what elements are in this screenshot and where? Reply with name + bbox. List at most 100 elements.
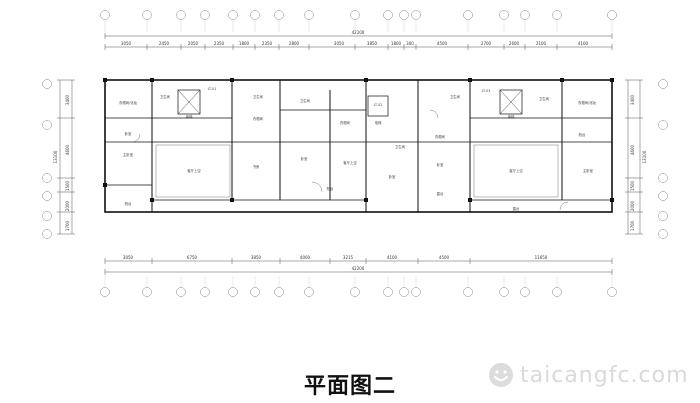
top-axis-bubble-7 — [304, 10, 314, 20]
overall-dimension-top-label: 42200 — [352, 30, 365, 35]
room-label-25: 卧室 — [437, 162, 444, 167]
room-label-2: 卫生间 — [160, 94, 171, 99]
room-label-5: 卫生间 — [253, 94, 264, 99]
bottom-axis-bubble-4 — [228, 287, 238, 297]
bottom-dim-5: 3215 — [343, 255, 354, 260]
top-axis-bubble-14 — [520, 10, 530, 20]
room-label-4: 电梯 — [186, 114, 193, 119]
overall-dimension-bottom-label: 42200 — [352, 266, 365, 271]
top-axis-bubble-13 — [499, 10, 509, 20]
bottom-dim-7: 4500 — [439, 255, 450, 260]
room-label-9: LT-02 — [374, 103, 383, 107]
room-label-10: 电梯 — [375, 120, 382, 125]
room-label-21: 书房 — [253, 164, 260, 169]
left-dim-2: 4600 — [65, 144, 70, 155]
watermark-text: taicangfc.com — [520, 362, 689, 388]
grid-axis-markers — [100, 10, 617, 297]
room-label-28: 阳台 — [125, 201, 132, 206]
bottom-axis-bubble-3 — [200, 287, 210, 297]
top-dim-12: 4500 — [437, 41, 448, 46]
watermark: taicangfc.com — [488, 362, 689, 388]
right-dim-2: 4600 — [630, 144, 635, 155]
bottom-overall-dimension: 42200 — [104, 266, 613, 275]
top-dim-1: 3050 — [121, 41, 132, 46]
top-axis-bubble-4 — [228, 10, 238, 20]
left-dim-1: 3400 — [65, 94, 70, 105]
bottom-axis-bubble-14 — [520, 287, 530, 297]
room-label-18: 卧室 — [125, 131, 132, 136]
top-axis-bubble-9 — [383, 10, 393, 20]
bottom-axis-bubble-10 — [399, 287, 409, 297]
room-label-6: 卫生间 — [300, 98, 311, 103]
bottom-axis-bubble-12 — [463, 287, 473, 297]
room-label-24: 卧室 — [389, 174, 396, 179]
top-axis-bubble-0 — [100, 10, 110, 20]
left-axis-bubble-0 — [42, 79, 52, 89]
room-label-22: 卧室 — [301, 156, 308, 161]
right-dim-4: 2000 — [630, 200, 635, 211]
room-label-23: 客厅上空 — [343, 160, 357, 165]
bottom-dim-2: 6750 — [187, 255, 198, 260]
room-label-31: 露台 — [437, 191, 444, 196]
left-axis-bubble-5 — [42, 229, 52, 239]
top-axis-bubble-12 — [463, 10, 473, 20]
top-dim-8: 3050 — [334, 41, 345, 46]
top-axis-bubble-16 — [607, 10, 617, 20]
left-dim-5: 1700 — [65, 220, 70, 231]
top-dim-6: 2350 — [262, 41, 273, 46]
top-axis-bubble-11 — [411, 10, 421, 20]
left-axis-bubble-1 — [42, 120, 52, 130]
bottom-segment-dimensions: 3050 6750 3850 4000 3215 4100 4500 11650 — [104, 255, 613, 264]
room-label-7: 衣帽间 — [253, 116, 264, 121]
bottom-axis-bubble-13 — [499, 287, 509, 297]
room-label-17: 衣帽间/化妆 — [578, 100, 597, 105]
top-dim-14: 2600 — [509, 41, 520, 46]
right-axis-bubble-0 — [658, 79, 668, 89]
bottom-dim-8: 11650 — [535, 255, 548, 260]
left-axis-bubble-3 — [42, 191, 52, 201]
bottom-axis-bubble-1 — [142, 287, 152, 297]
bottom-dim-4: 4000 — [300, 255, 311, 260]
top-dim-11: 300 — [406, 41, 414, 46]
top-axis-bubble-5 — [250, 10, 260, 20]
room-label-16: 卫生间 — [539, 96, 550, 101]
room-label-30: 阳台 — [579, 132, 586, 137]
right-dimensions: 3400 4600 1500 2000 1700 13100 — [625, 79, 647, 235]
right-axis-bubble-5 — [658, 229, 668, 239]
top-dim-15: 2100 — [536, 41, 547, 46]
room-label-15: 电梯 — [508, 114, 515, 119]
bottom-axis-bubble-2 — [176, 287, 186, 297]
bottom-axis-bubble-11 — [411, 287, 421, 297]
room-label-11: 卫生间 — [395, 144, 406, 149]
bottom-axis-bubble-9 — [383, 287, 393, 297]
left-dim-3: 1500 — [65, 180, 70, 191]
building-walls — [103, 78, 614, 213]
bottom-dim-3: 3850 — [251, 255, 262, 260]
left-total: 13100 — [53, 150, 58, 163]
top-axis-bubble-8 — [350, 10, 360, 20]
bottom-dim-6: 4100 — [387, 255, 398, 260]
room-label-19: 主卧室 — [123, 152, 134, 157]
side-axis-markers — [42, 79, 668, 239]
right-axis-bubble-2 — [658, 173, 668, 183]
top-axis-bubble-2 — [176, 10, 186, 20]
right-axis-bubble-3 — [658, 191, 668, 201]
bottom-axis-bubble-5 — [250, 287, 260, 297]
right-axis-bubble-4 — [658, 211, 668, 221]
left-dimensions: 3400 4600 1500 2000 1700 13100 — [53, 79, 75, 235]
top-dim-16: 4100 — [578, 41, 589, 46]
room-label-1: 衣帽间/化妆 — [119, 100, 138, 105]
room-label-20: 客厅上空 — [187, 168, 201, 173]
top-segment-dimensions: 3050 2450 2050 2350 1800 2350 2800 3050 … — [104, 41, 613, 50]
room-label-32: 露台 — [513, 206, 520, 211]
bottom-axis-bubble-8 — [350, 287, 360, 297]
right-total: 13100 — [642, 150, 647, 163]
right-dim-5: 1700 — [630, 220, 635, 231]
top-axis-bubble-15 — [552, 10, 562, 20]
top-axis-bubble-10 — [399, 10, 409, 20]
drawing-title: 平面图二 — [303, 374, 396, 399]
room-label-26: 客厅上空 — [509, 168, 523, 173]
right-dim-3: 1500 — [630, 180, 635, 191]
room-label-8: 衣帽间 — [340, 120, 351, 125]
